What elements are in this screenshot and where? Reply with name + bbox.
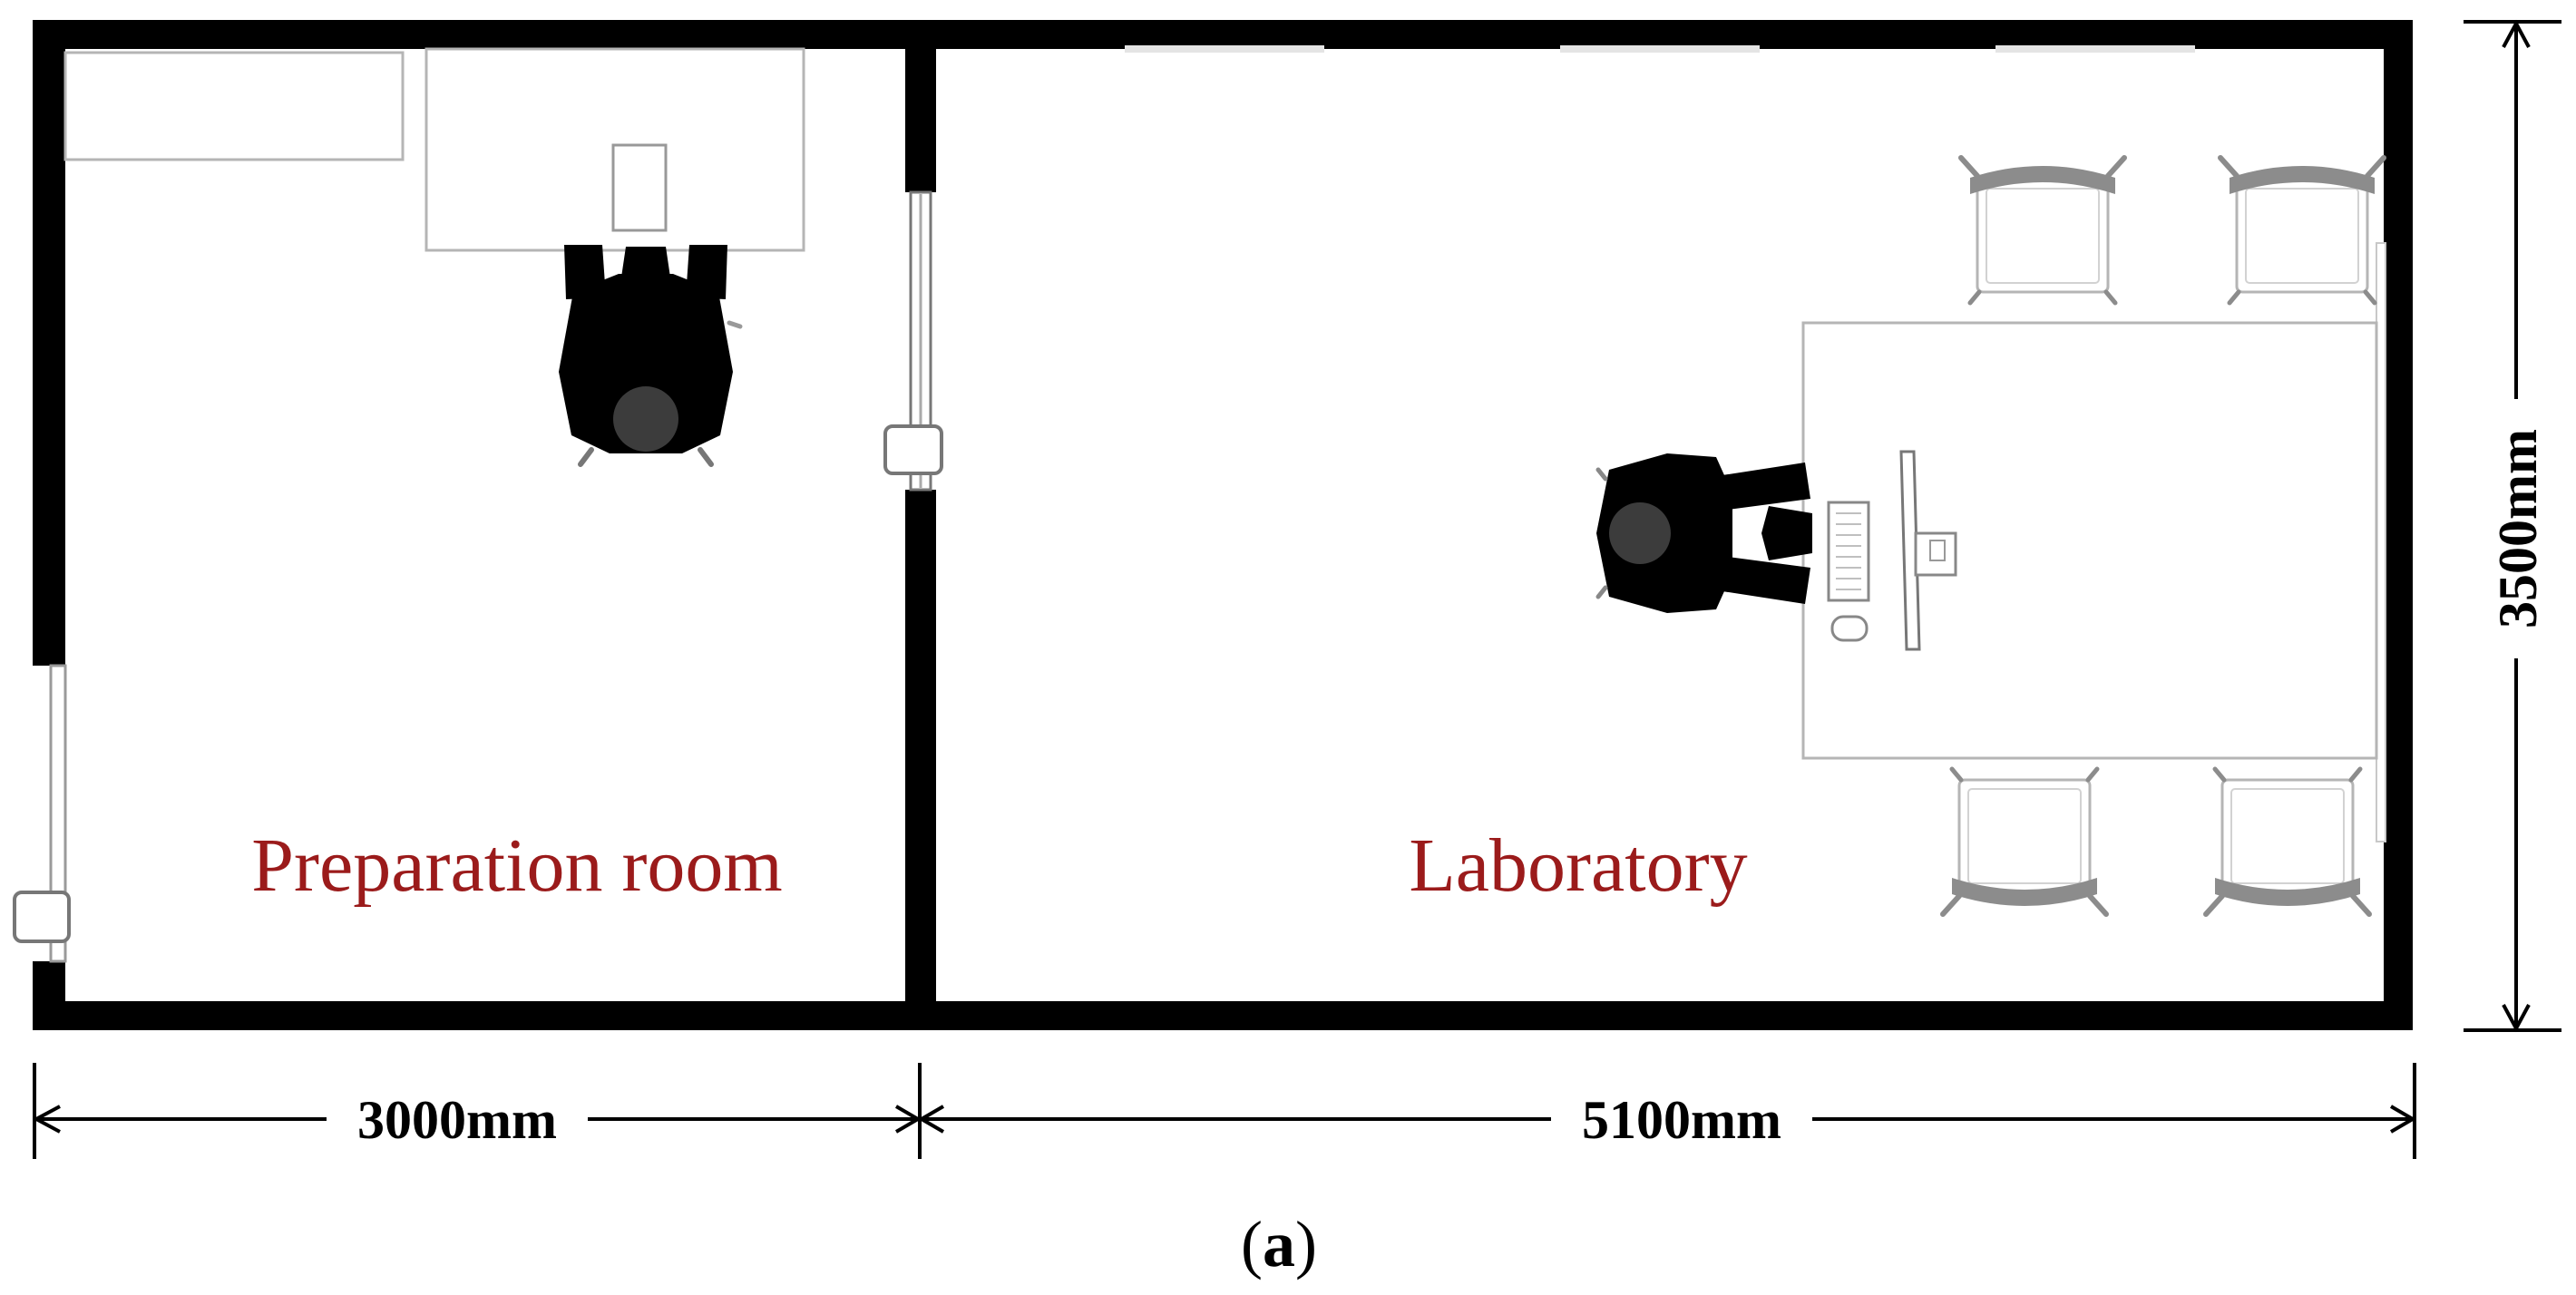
computer — [1827, 450, 1957, 651]
chair-bottom-right — [2206, 769, 2369, 914]
dimension-label-laboratory-width: 5100mm — [1582, 1090, 1781, 1150]
person-laboratory — [1595, 453, 1812, 613]
windows — [1125, 45, 2195, 53]
counter — [63, 51, 405, 161]
mouse — [1830, 615, 1869, 642]
wall-bottom — [33, 1001, 2413, 1030]
dimension-horizontal — [32, 1063, 2416, 1159]
laboratory-furniture — [1801, 158, 2386, 914]
chair-top-left — [1961, 158, 2124, 303]
wall-top — [33, 20, 2413, 49]
caption-letter: a — [1263, 1208, 1295, 1280]
wall-divider-lower — [905, 490, 936, 1030]
lab-table — [1801, 321, 2378, 760]
figure-caption: (a) — [1241, 1208, 1317, 1280]
dimension-vertical — [2464, 19, 2561, 1033]
room-label-laboratory: Laboratory — [1409, 823, 1747, 908]
paper-sheet — [611, 143, 668, 232]
caption-close: ) — [1295, 1208, 1317, 1280]
keyboard — [1827, 501, 1870, 602]
chair-top-right — [2220, 158, 2384, 303]
door-divider — [883, 190, 943, 492]
dimension-label-height: 3500mm — [2488, 429, 2548, 628]
person-head — [1609, 502, 1671, 564]
chair-bottom-left — [1943, 769, 2106, 914]
wall-divider-upper — [905, 20, 936, 192]
person-head — [613, 386, 678, 452]
walls — [33, 20, 2413, 1030]
wall-left-lower — [33, 961, 65, 1030]
person-preparation — [559, 245, 743, 467]
caption-open: ( — [1241, 1208, 1263, 1280]
wall-left-upper — [33, 20, 65, 666]
dimension-label-preparation-width: 3000mm — [357, 1090, 557, 1150]
door-left — [13, 664, 71, 963]
monitor — [1899, 450, 1921, 651]
wall-right — [2384, 20, 2413, 1030]
monitor-stand — [1914, 531, 1957, 577]
room-label-preparation: Preparation room — [251, 823, 783, 908]
preparation-furniture — [63, 47, 805, 252]
